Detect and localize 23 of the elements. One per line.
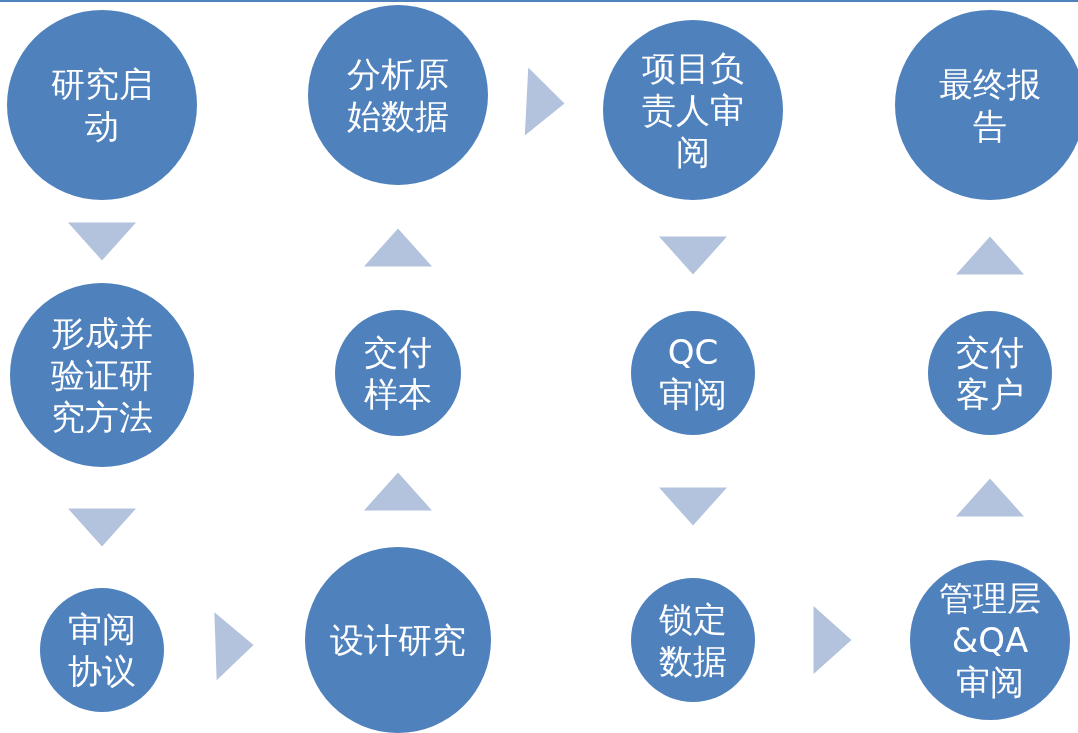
step-label: 管理层&QA审阅: [938, 577, 1042, 703]
step-label: 锁定数据: [658, 598, 728, 682]
step-label: 交付客户: [955, 331, 1025, 415]
arrow: [956, 236, 1024, 275]
step-label: 设计研究: [329, 619, 467, 661]
arrow: [364, 472, 432, 511]
arrow: [813, 606, 852, 674]
step-label: 项目负责人审阅: [641, 47, 745, 173]
step-label: 研究启动: [50, 63, 154, 147]
step-label: 形成并验证研究方法: [50, 312, 154, 438]
arrow: [659, 236, 727, 275]
arrow: [68, 508, 136, 547]
step-label: 分析原始数据: [346, 53, 450, 137]
arrow: [364, 228, 432, 267]
arrow: [956, 478, 1024, 517]
step-label: QC审阅: [658, 331, 728, 415]
arrow: [68, 222, 136, 261]
arrow: [659, 487, 727, 526]
step-label: 审阅协议: [67, 608, 137, 692]
arrow: [524, 67, 565, 136]
step-label: 最终报告: [938, 63, 1042, 147]
arrow: [214, 612, 254, 681]
step-label: 交付样本: [363, 331, 433, 415]
